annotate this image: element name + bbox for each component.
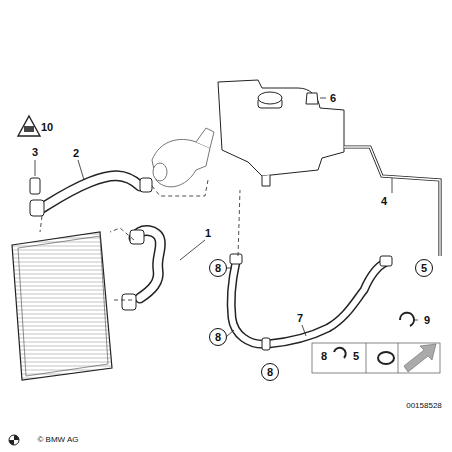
callout-number: 5 xyxy=(353,351,359,362)
callout-circle: 5 xyxy=(415,259,433,277)
callout-number: 3 xyxy=(32,147,38,158)
callout-number: 7 xyxy=(297,313,303,324)
callout-circle: 8 xyxy=(261,363,279,381)
callout-number: 9 xyxy=(424,315,430,326)
callout-number: 10 xyxy=(41,122,53,133)
credit-text: 00158528 xyxy=(406,402,442,410)
callout-number: 8 xyxy=(215,262,221,274)
callout-number: 8 xyxy=(215,331,221,343)
callout-number: 5 xyxy=(421,262,427,274)
callout-number: 4 xyxy=(381,196,387,207)
callout-circle: 8 xyxy=(209,259,227,277)
callout-circle: 8 xyxy=(209,328,227,346)
callout-number: 2 xyxy=(73,148,79,159)
credit-text: © BMW AG xyxy=(37,436,78,444)
callout-number: 6 xyxy=(330,93,336,104)
callout-number: 8 xyxy=(267,366,273,378)
callout-number: 8 xyxy=(321,351,327,362)
callout-number: 1 xyxy=(205,228,211,239)
